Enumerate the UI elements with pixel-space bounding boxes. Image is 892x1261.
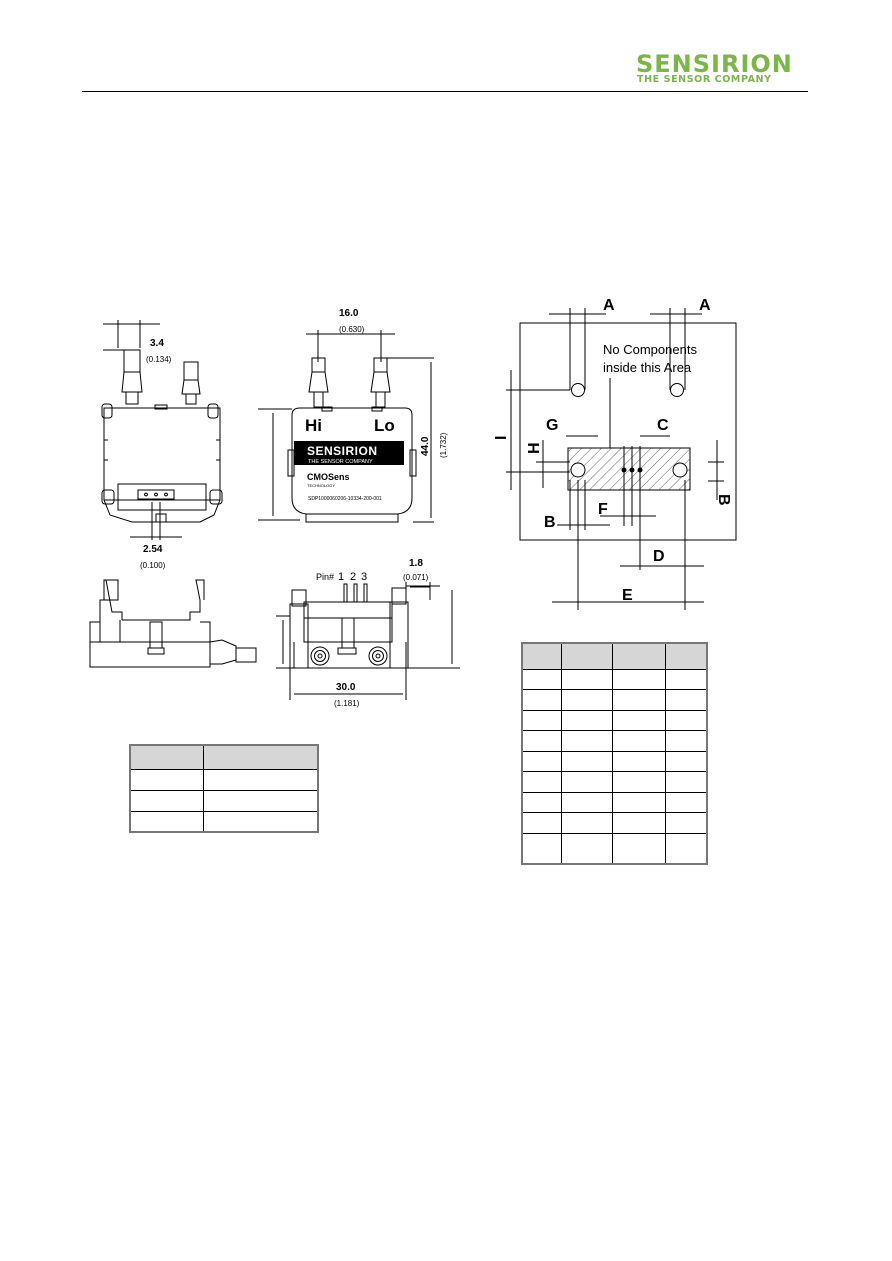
footprint-table-cell [521, 750, 562, 773]
footprint-label-h: H [526, 442, 543, 454]
footprint-table-cell [561, 812, 613, 834]
footprint-table-cell [612, 832, 666, 865]
footprint-table-cell [612, 791, 666, 814]
footprint-table-cell [665, 771, 708, 793]
footprint-label-f: F [598, 501, 608, 518]
footprint-table-cell [665, 689, 708, 711]
dim-1-8-in: (0.071) [403, 573, 429, 582]
footprint-table-cell [521, 832, 562, 865]
top-view-drawing [258, 330, 434, 523]
footprint-table-cell [521, 771, 562, 793]
footprint-table-cell [612, 750, 666, 773]
pin-table-cell [129, 810, 204, 833]
footprint-table-cell [561, 771, 613, 793]
footprint-table-cell [521, 709, 562, 732]
pin-table-cell [129, 789, 204, 812]
header-rule [82, 91, 808, 92]
pin-table-cell [203, 768, 319, 791]
footprint-table-cell [612, 730, 666, 752]
dim-44-0-in: (1.732) [439, 432, 448, 458]
footprint-label-b-left: B [544, 514, 556, 531]
label-brand-sub: THE SENSOR COMPANY [308, 459, 373, 465]
dim-16-0: 16.0 [339, 308, 359, 319]
pin-table-cell [203, 789, 319, 812]
pin-table-cell [129, 768, 204, 791]
pin-2-label: 2 [350, 571, 356, 583]
footprint-table-cell [521, 730, 562, 752]
dim-3-4: 3.4 [150, 338, 164, 349]
pin-1-label: 1 [338, 571, 344, 583]
footprint-note-line1: No Components [603, 342, 697, 357]
footprint-label-c: C [657, 417, 669, 434]
footprint-table-cell [561, 791, 613, 814]
logo-main-text: SENSIRION [636, 50, 793, 78]
label-part-number: SDP1000060206-10334-200-001 [308, 496, 382, 502]
footprint-table-header-cell [561, 642, 613, 670]
bottom-view-drawing [276, 582, 460, 700]
port-hi-label: Hi [305, 416, 322, 435]
label-cmos-sub: TECHNOLOGY [307, 483, 335, 488]
dim-16-0-in: (0.630) [339, 325, 365, 334]
footprint-table-cell [665, 791, 708, 814]
footprint-table-cell [561, 832, 613, 865]
footprint-table-cell [521, 812, 562, 834]
footprint-label-d: D [653, 548, 665, 565]
footprint-label-e: E [622, 587, 633, 604]
footprint-label-a-right: A [699, 297, 711, 314]
footprint-label-a-left: A [603, 297, 615, 314]
footprint-table-cell [561, 709, 613, 732]
footprint-table-cell [521, 668, 562, 691]
dim-30-0: 30.0 [336, 682, 356, 693]
footprint-label-i: I [493, 436, 510, 440]
pin-table-cell [203, 810, 319, 833]
footprint-table-header-cell [521, 642, 562, 670]
footprint-table-cell [612, 771, 666, 793]
footprint-table-header-cell [665, 642, 708, 670]
dim-3-4-in: (0.134) [146, 355, 172, 364]
dim-1-8: 1.8 [409, 558, 423, 569]
footprint-table-cell [665, 832, 708, 865]
footprint-table-cell [561, 730, 613, 752]
footprint-label-b-right: B [715, 494, 732, 506]
pin-table-header-cell [203, 744, 319, 770]
pin-prefix: Pin# [316, 572, 334, 582]
footprint-table-cell [665, 709, 708, 732]
footprint-label-g: G [546, 417, 558, 434]
dim-44-0: 44.0 [420, 436, 431, 456]
footprint-table-cell [612, 668, 666, 691]
footprint-table-cell [665, 730, 708, 752]
footprint-table-header-cell [612, 642, 666, 670]
footprint-table-cell [665, 750, 708, 773]
dim-30-0-in: (1.181) [334, 699, 360, 708]
footprint-table-cell [665, 812, 708, 834]
sensirion-logo: SENSIRION THE SENSOR COMPANY [630, 50, 810, 90]
pin-table [129, 744, 319, 833]
footprint-table-cell [612, 689, 666, 711]
footprint-table-cell [521, 689, 562, 711]
footprint-table-cell [612, 709, 666, 732]
footprint-table-cell [561, 668, 613, 691]
footprint-note-line2: inside this Area [603, 360, 692, 375]
pin-table-header-cell [129, 744, 204, 770]
label-brand: SENSIRION [307, 444, 378, 458]
footprint-table-cell [521, 791, 562, 814]
label-cmos: CMOSens [307, 472, 350, 482]
footprint-table [521, 642, 708, 865]
dim-2-54-in: (0.100) [140, 561, 166, 570]
front-view-drawing [89, 579, 257, 668]
port-lo-label: Lo [374, 416, 395, 435]
logo-sub-text: THE SENSOR COMPANY [637, 74, 772, 85]
footprint-table-cell [561, 689, 613, 711]
footprint-table-cell [612, 812, 666, 834]
footprint-table-cell [665, 668, 708, 691]
dim-2-54: 2.54 [143, 544, 163, 555]
footprint-table-cell [561, 750, 613, 773]
pin-3-label: 3 [361, 571, 367, 583]
side-view-drawing [101, 320, 223, 540]
